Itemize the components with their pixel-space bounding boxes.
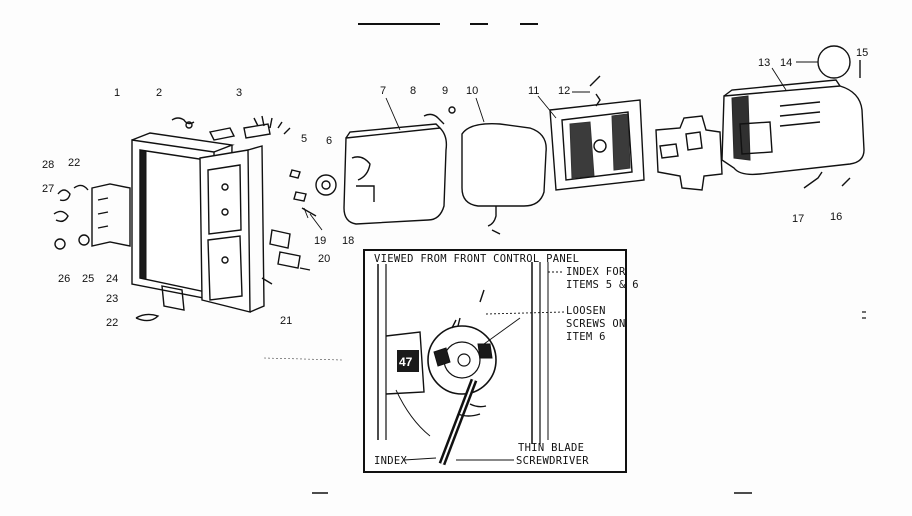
left-parts-cluster	[53, 183, 185, 322]
knob-number: 47	[399, 355, 413, 369]
callout-item-6: ITEM 6	[566, 331, 606, 343]
hardware-8-9	[423, 106, 456, 125]
part-label-15: 15	[856, 47, 868, 59]
knob-number-plate	[397, 350, 419, 372]
part-label-26: 26	[58, 273, 70, 285]
label-index: INDEX	[374, 455, 407, 467]
scan-line	[263, 357, 343, 361]
part-label-18: 18	[342, 235, 354, 247]
part-label-12: 12	[558, 85, 570, 97]
part-label-21: 21	[280, 315, 292, 327]
inset-title: VIEWED FROM FRONT CONTROL PANEL	[374, 253, 579, 265]
part-label-3: 3	[236, 87, 242, 99]
leader-lines	[303, 61, 818, 231]
yoke-frame-11	[549, 99, 645, 191]
circuit-chassis	[655, 115, 723, 191]
part-label-16: 16	[830, 211, 842, 223]
part-number-labels: 1 2 3 5 6 7 8 9 10 11 12 13 14 15 16 17 …	[42, 47, 868, 329]
part-label-13: 13	[758, 57, 770, 69]
part-label-9: 9	[442, 85, 448, 97]
inset-detail	[363, 249, 627, 473]
part-label-6: 6	[326, 135, 332, 147]
part-label-11: 11	[528, 85, 539, 97]
speaker-14	[817, 45, 851, 79]
mask-housing-7	[343, 123, 448, 225]
part-label-24: 24	[106, 273, 118, 285]
part-label-23: 23	[106, 293, 118, 305]
part-label-14: 14	[780, 57, 792, 69]
picture-tube-10	[461, 123, 547, 235]
control-block	[385, 331, 425, 395]
part-label-20: 20	[318, 253, 330, 265]
bracket-12	[589, 75, 601, 107]
control-chassis	[199, 123, 271, 313]
rear-cabinet-13	[721, 79, 865, 176]
screw-left	[433, 347, 451, 367]
part-label-8: 8	[410, 85, 416, 97]
part-label-22-bottom: 22	[106, 317, 118, 329]
callout-index-for: INDEX FOR	[566, 266, 626, 278]
callout-loosen: LOOSEN	[566, 305, 606, 317]
screw-17	[803, 171, 823, 189]
screw-16	[841, 177, 851, 187]
knob-6	[315, 174, 337, 196]
part-label-2: 2	[156, 87, 162, 99]
inset-captions: VIEWED FROM FRONT CONTROL PANEL INDEX FO…	[374, 253, 639, 467]
part-label-25: 25	[82, 273, 94, 285]
part-label-28: 28	[42, 159, 54, 171]
part-label-7: 7	[380, 85, 386, 97]
label-thin-blade: THIN BLADE	[518, 442, 584, 454]
screw-right	[477, 343, 493, 359]
part-label-17: 17	[792, 213, 804, 225]
small-parts-18-21	[261, 169, 317, 285]
callout-items-5-6: ITEMS 5 & 6	[566, 279, 639, 291]
part-label-1: 1	[114, 87, 120, 99]
part-label-22-top: 22	[68, 157, 80, 169]
part-label-5: 5	[301, 133, 307, 145]
hardware-5	[253, 115, 291, 135]
hardware-2	[171, 117, 195, 129]
callout-screws-on: SCREWS ON	[566, 318, 626, 330]
part-label-27: 27	[42, 183, 54, 195]
label-screwdriver: SCREWDRIVER	[516, 455, 589, 467]
part-label-10: 10	[466, 85, 478, 97]
part-label-19: 19	[314, 235, 326, 247]
